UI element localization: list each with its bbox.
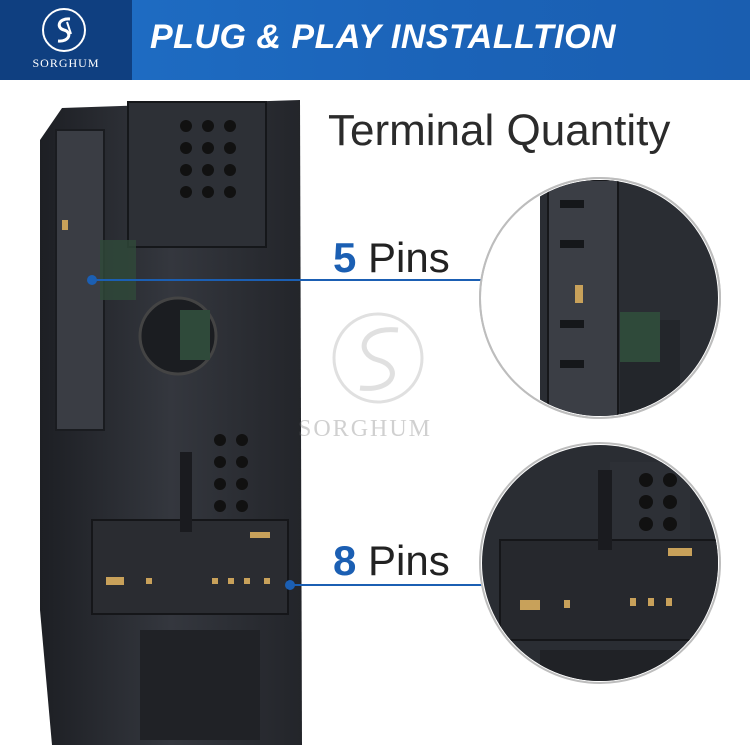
eight-pins-unit: Pins	[368, 537, 450, 584]
zoom-circle-8pin	[479, 442, 721, 684]
zoom-circle-5pin	[479, 177, 721, 419]
watermark-text: SORGHUM	[298, 416, 433, 442]
five-pins-label: 5 Pins	[333, 234, 450, 282]
brand-logo: SORGHUM	[0, 0, 132, 80]
five-pins-number: 5	[333, 234, 357, 281]
section-title: Terminal Quantity	[328, 106, 671, 155]
window-switch-body	[40, 100, 302, 745]
brand-name: SORGHUM	[32, 56, 100, 70]
product-photo	[40, 100, 721, 745]
logo-emblem-icon	[42, 8, 86, 52]
banner-title: PLUG & PLAY INSTALLTION	[150, 18, 617, 56]
header-banner: SORGHUM PLUG & PLAY INSTALLTION	[0, 0, 750, 80]
watermark-logo-icon	[332, 312, 424, 404]
eight-pins-label: 8 Pins	[333, 537, 450, 585]
five-pins-unit: Pins	[368, 234, 450, 281]
eight-pins-number: 8	[333, 537, 357, 584]
